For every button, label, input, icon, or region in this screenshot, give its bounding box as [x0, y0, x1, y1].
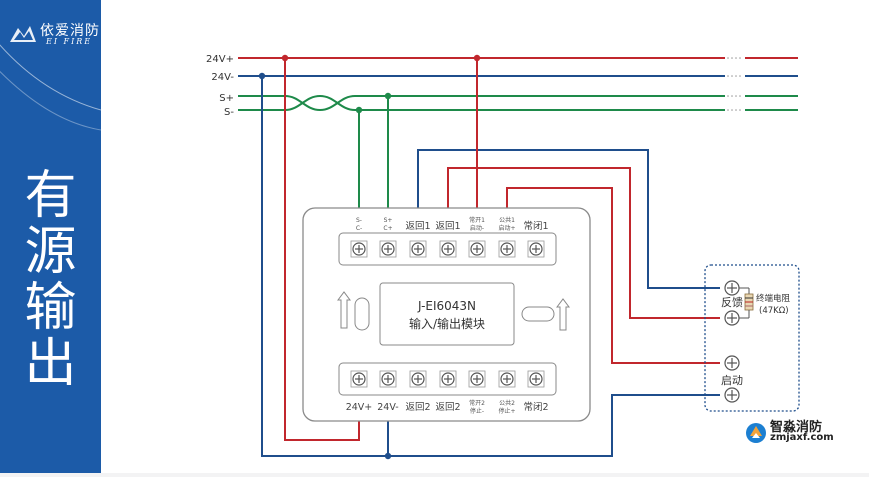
module-name: 输入/输出模块 — [409, 316, 485, 331]
external-terminal-screw-icon — [724, 387, 740, 403]
watermark-url: zmjaxf.com — [770, 432, 834, 443]
feedback-label: 反馈 — [721, 296, 743, 309]
bus-s-plus — [238, 95, 798, 112]
terminal-label: 停止- — [470, 407, 484, 415]
module-label-box — [379, 282, 515, 346]
terminal-label: 启动- — [470, 224, 484, 232]
terminal-label: 公共1 — [499, 216, 515, 224]
terminal-label: 常闭2 — [523, 401, 548, 413]
watermark-name: 智淼消防 — [770, 420, 823, 435]
watermark-logo-icon — [746, 423, 766, 443]
wire-power-24v-plus — [284, 58, 360, 441]
terminal-label: 返回1 — [405, 220, 430, 232]
slot-left-icon — [354, 297, 370, 331]
resistor-value: (47KΩ) — [759, 306, 789, 316]
up-arrow-icon — [337, 291, 351, 329]
terminal-screw-icon — [468, 240, 486, 258]
terminal-screw-icon — [350, 240, 368, 258]
terminal-screw-icon — [379, 240, 397, 258]
wire-power-24v-minus — [261, 76, 720, 457]
terminal-label: C- — [356, 225, 362, 232]
terminal-screw-icon — [498, 370, 516, 388]
resistor-label: 终端电阻 — [756, 293, 791, 304]
terminal-label: 常闭1 — [523, 220, 548, 232]
terminal-label: S+ — [384, 217, 393, 224]
external-terminal-screw-icon — [724, 280, 740, 296]
bus-break-dots — [727, 57, 741, 111]
terminal-screw-icon — [350, 370, 368, 388]
terminal-label: 返回2 — [435, 401, 460, 413]
terminal-label: 24V- — [377, 402, 398, 413]
terminal-label: 24V+ — [346, 402, 373, 413]
sidebar-title-char: 出 — [24, 334, 77, 394]
external-terminal-screw-icon — [724, 355, 740, 371]
bus-label-s-plus: S+ — [219, 93, 234, 104]
sidebar-title-char: 源 — [24, 222, 77, 282]
module-model: J-EI6043N — [417, 299, 476, 313]
terminal-label: 返回2 — [405, 401, 430, 413]
bus-s-minus — [238, 94, 798, 111]
wire-feedback-red — [447, 167, 720, 319]
external-terminals — [724, 280, 749, 403]
bus-label-24v-minus: 24V- — [211, 72, 234, 83]
terminal-label: 公共2 — [499, 399, 515, 407]
terminal-screw-icon — [498, 240, 516, 258]
bus-label-24v-plus: 24V+ — [206, 54, 234, 65]
terminal-label: 常开2 — [469, 399, 485, 407]
terminal-label: 常开1 — [469, 216, 485, 224]
terminal-label: 启动+ — [498, 224, 515, 232]
external-device-box — [704, 264, 800, 412]
terminal-label: C+ — [383, 225, 392, 232]
terminal-label: S- — [356, 217, 362, 224]
terminal-label: 返回1 — [435, 220, 460, 232]
brand-name-en: EI FIRE — [46, 37, 93, 46]
up-arrow-icon — [556, 298, 570, 331]
bus-label-s-minus: S- — [224, 107, 234, 118]
junction-dots — [258, 54, 481, 460]
bottom-terminals — [350, 370, 545, 388]
terminal-screw-icon — [439, 370, 457, 388]
wiring-diagram: 24V+ 24V- S+ S- — [206, 54, 800, 460]
start-label: 启动 — [721, 374, 743, 387]
terminal-screw-icon — [468, 370, 486, 388]
terminal-screw-icon — [379, 370, 397, 388]
sidebar-title-char: 输 — [24, 278, 77, 338]
sidebar: 依爱消防 EI FIRE 有 源 输 出 — [0, 0, 101, 473]
brand-logo-icon — [10, 26, 36, 42]
terminal-screw-icon — [527, 370, 545, 388]
terminal-screw-icon — [439, 240, 457, 258]
sidebar-title-char: 有 — [24, 166, 77, 226]
slot-right-icon — [521, 306, 555, 322]
brand-name-cn: 依爱消防 — [40, 23, 100, 39]
external-terminal-screw-icon — [724, 310, 740, 326]
sidebar-decoration — [0, 44, 101, 131]
terminal-screw-icon — [409, 370, 427, 388]
terminal-screw-icon — [409, 240, 427, 258]
terminal-label: 停止+ — [498, 407, 515, 415]
resistor-icon — [744, 288, 754, 318]
terminal-screw-icon — [527, 240, 545, 258]
wire-start-plus — [506, 187, 720, 364]
diagram-area: 24V+ 24V- S+ S- — [101, 0, 869, 473]
top-terminals — [350, 240, 545, 258]
wire-feedback-blue — [417, 149, 720, 289]
